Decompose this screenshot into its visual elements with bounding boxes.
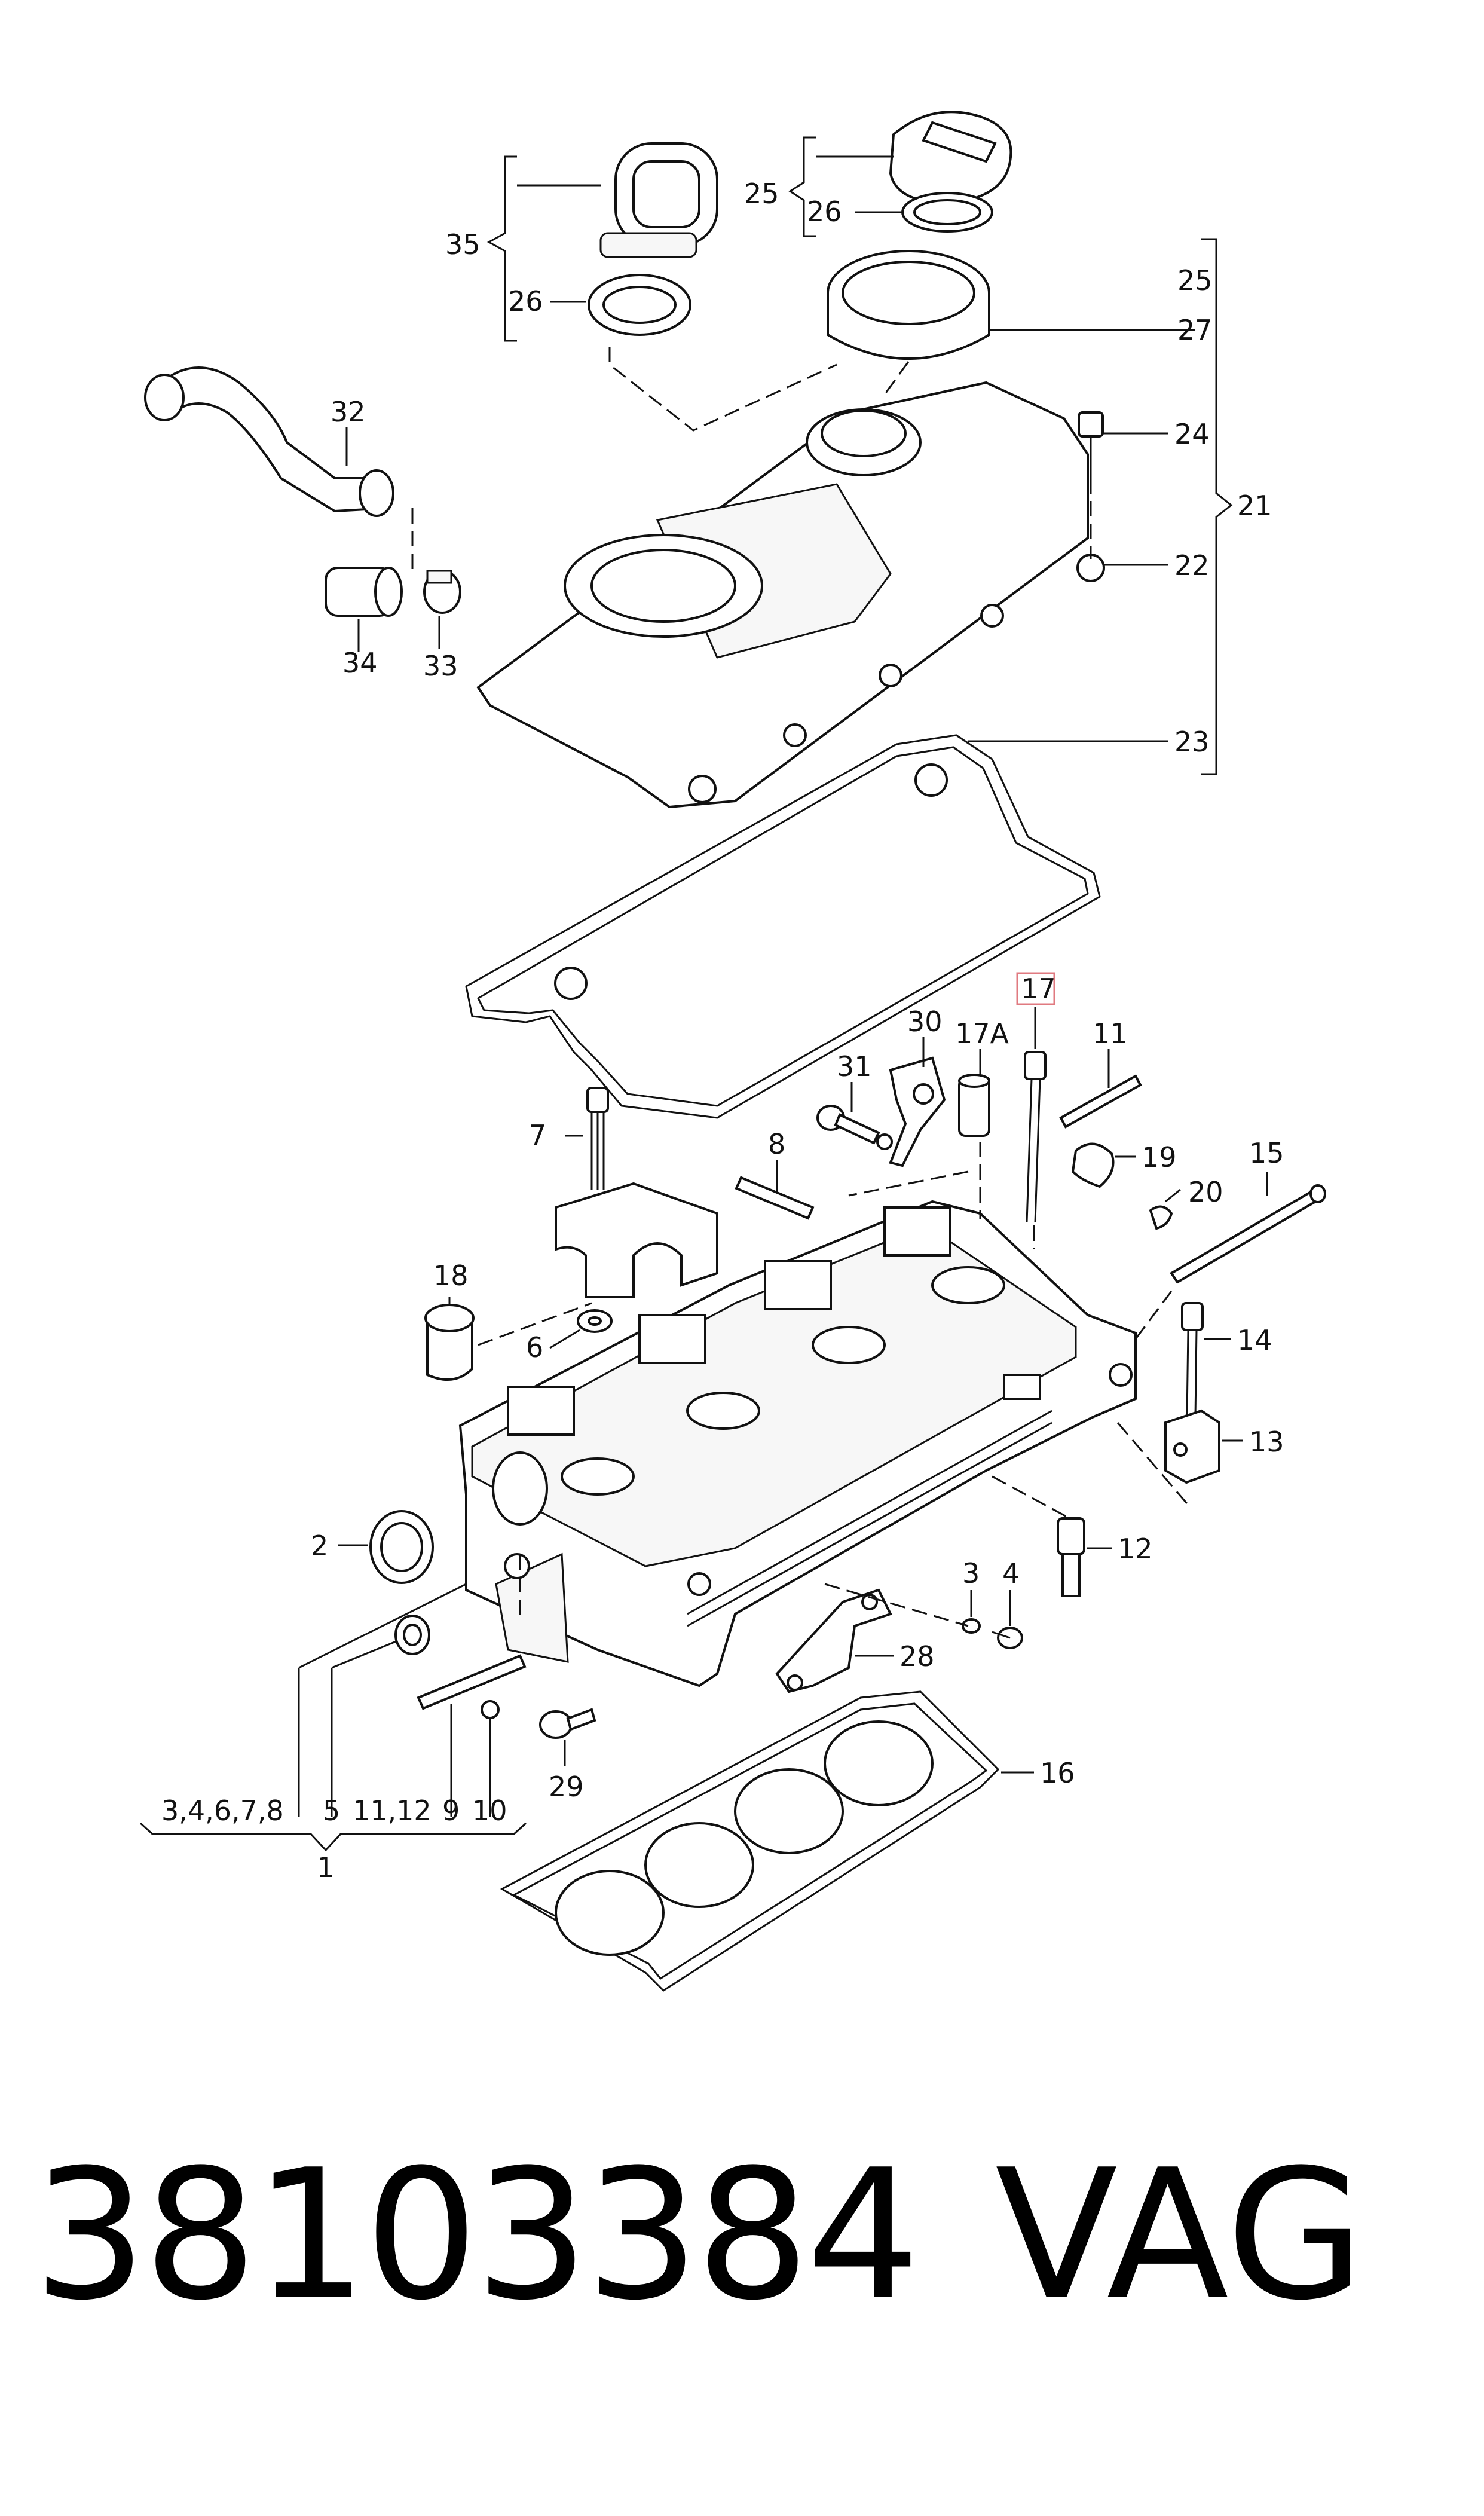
group-1-items-a: 3,4,6,7,8 [161,1794,284,1827]
callout-29: 29 [549,1771,584,1803]
callout-17a: 17A [955,1017,1009,1050]
callout-13: 13 [1249,1426,1284,1458]
bolt-4 [992,1627,1023,1649]
callout-16: 16 [1040,1757,1075,1789]
seal-5 [394,1615,430,1655]
oil-filler-cap-35 [599,142,718,258]
callout-30: 30 [907,1005,943,1038]
group-1-items-e: 10 [472,1794,507,1827]
washer-6 [577,1309,613,1333]
callout-20: 20 [1188,1176,1223,1208]
callout-32: 32 [331,396,366,428]
part-number: 38103384 [33,2131,920,2340]
rod-15 [1170,1184,1326,1284]
callout-15: 15 [1249,1137,1284,1169]
callout-17: 17 [1021,973,1056,1005]
cover-gasket-23 [465,734,1101,1119]
cylinder-head-cover [476,381,1105,809]
cylinder-head [458,1200,1137,1687]
sleeve-17a [958,1074,990,1137]
washer-3 [962,1618,981,1634]
callout-25: 25 [1177,264,1213,296]
callout-2: 2 [311,1530,328,1562]
dowel-10 [481,1700,500,1719]
callout-21: 21 [1237,490,1272,522]
bolt-31 [816,1105,893,1150]
callout-18: 18 [433,1259,469,1292]
seal-ring-26b [901,192,993,233]
bolt-29 [539,1708,596,1739]
callout-14: 14 [1237,1324,1272,1356]
callout-26: 26 [508,285,543,317]
hose-clamp-33 [423,570,461,614]
oil-seal-2 [369,1510,434,1584]
bracket-30 [889,1056,946,1167]
group-1-items-b: 5 [323,1794,340,1827]
callout-11: 11 [1093,1017,1128,1050]
seal-ring-26a [588,274,691,336]
seal-19 [1071,1142,1115,1188]
bolt-14 [1181,1302,1204,1417]
callout-26: 26 [807,195,842,228]
callout-12: 12 [1118,1533,1153,1565]
bolt-7 [586,1087,609,1190]
bearing-cap [555,1182,718,1298]
callout-22: 22 [1174,549,1210,582]
clip-20 [1149,1205,1173,1230]
callout-7: 7 [529,1119,546,1151]
callout-24: 24 [1174,418,1210,450]
callout-27: 27 [1177,314,1213,346]
callout-labels: 35 26 25 26 25 27 24 21 22 23 32 34 33 1… [161,178,1284,1884]
group-1-label: 1 [317,1851,334,1884]
filler-neck-27 [827,250,990,360]
footer: 38103384 VAG [33,2146,1455,2361]
brand-name: VAG [995,2131,1365,2340]
head-gasket-16 [500,1690,1000,1992]
leader-lines [139,136,1268,1852]
callout-33: 33 [423,650,458,682]
breather-hose-32 [144,366,394,517]
callout-25: 25 [744,178,779,210]
sleeve-18 [424,1304,475,1381]
callout-35: 35 [445,228,481,261]
callout-4: 4 [1002,1557,1020,1589]
callout-19: 19 [1142,1141,1177,1173]
callout-31: 31 [837,1050,872,1083]
group-1-items-d: 9 [442,1794,460,1827]
callout-17-highlight [1016,972,1055,1005]
head-bolt-17 [1024,1051,1047,1223]
callout-23: 23 [1174,726,1210,758]
callout-34: 34 [342,647,378,679]
clamp-block-13 [1164,1409,1220,1484]
oil-filler-cap-25 [889,111,1012,205]
bracket-28 [775,1588,892,1693]
stud-9 [417,1654,527,1710]
hose-sleeve-34 [325,567,403,617]
callout-6: 6 [526,1331,543,1364]
cover-bolt-24 [1078,411,1104,478]
callout-3: 3 [962,1557,980,1589]
bolt-12 [1057,1517,1085,1597]
callout-28: 28 [899,1640,935,1673]
group-1-items-c: 11,12 [353,1794,432,1827]
callout-8: 8 [768,1128,785,1160]
stud-8 [735,1176,815,1220]
dowel-pin-11 [1059,1074,1142,1129]
